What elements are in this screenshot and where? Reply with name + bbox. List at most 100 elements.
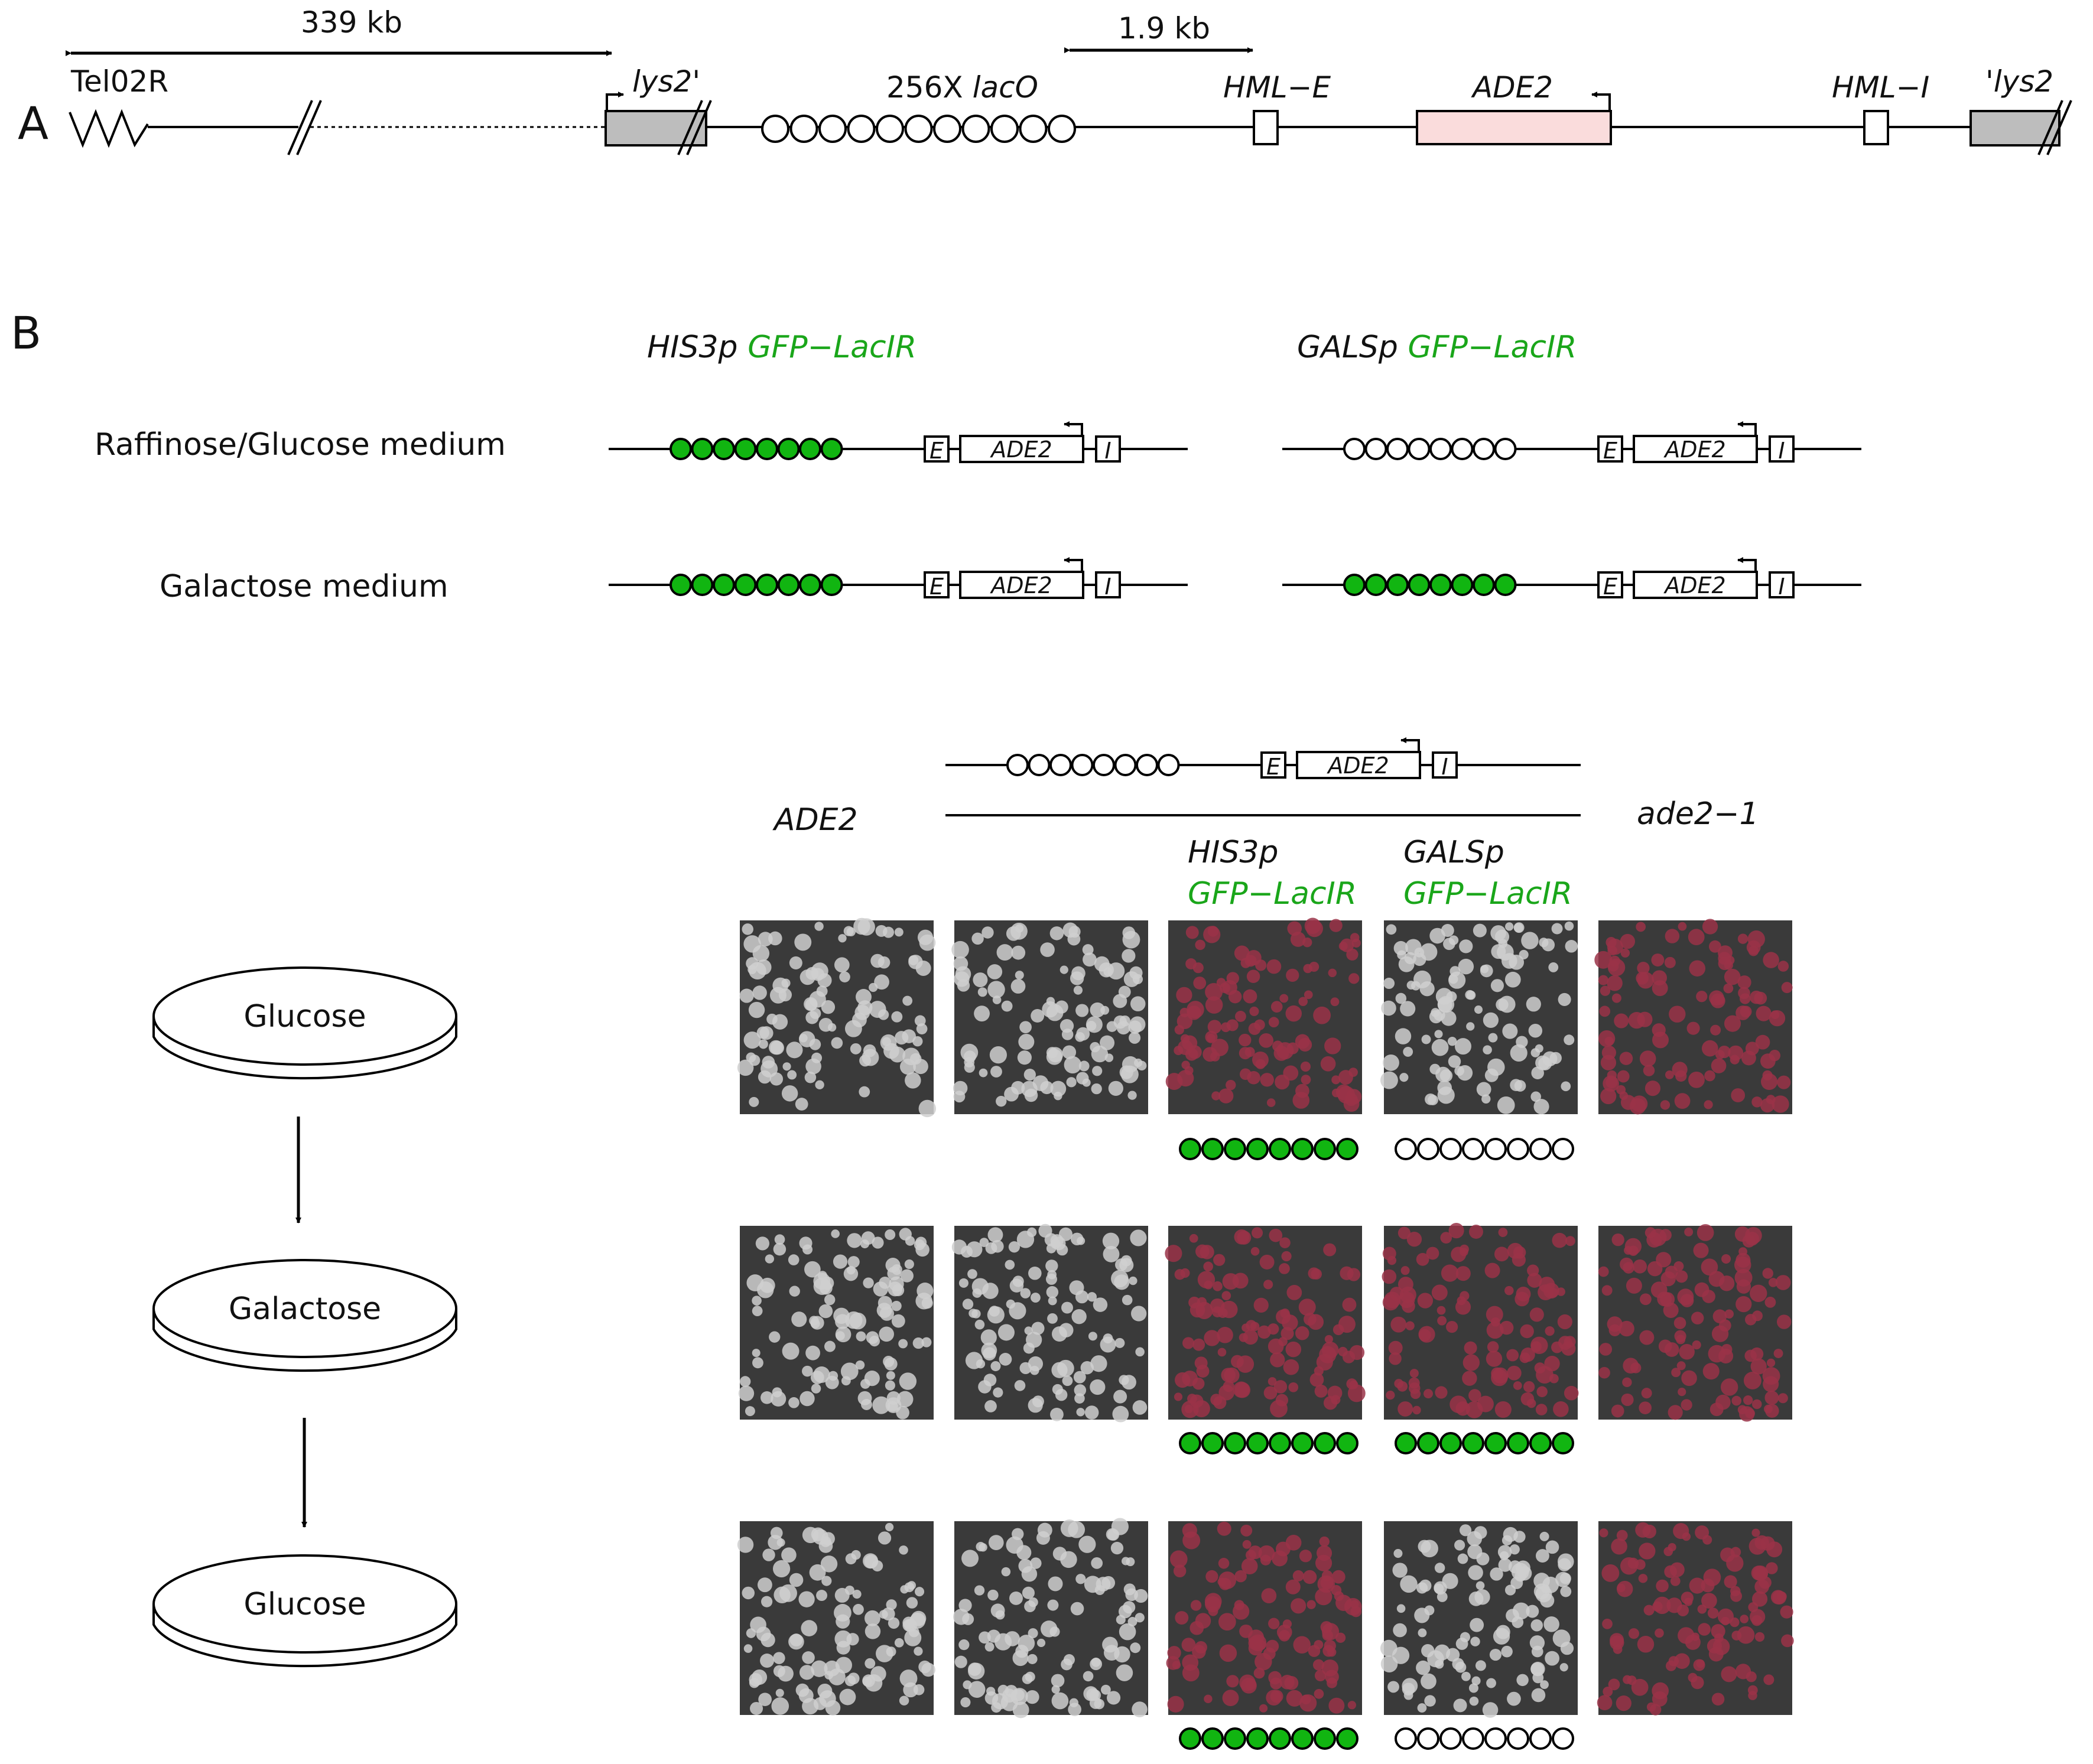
colony xyxy=(1724,1015,1741,1032)
colony xyxy=(1678,1388,1686,1397)
colony xyxy=(805,998,818,1011)
colony xyxy=(921,1337,932,1348)
colony xyxy=(838,934,847,943)
colony xyxy=(1122,949,1136,963)
colony xyxy=(821,1576,832,1586)
gfp-bound-laco-site xyxy=(799,438,821,460)
colony xyxy=(1217,1327,1233,1343)
colony xyxy=(847,1256,860,1268)
colony xyxy=(1617,1070,1630,1083)
colony xyxy=(770,1527,783,1540)
laco-site xyxy=(1417,1138,1439,1160)
colony xyxy=(1268,1017,1279,1028)
colony xyxy=(737,1059,754,1076)
colony xyxy=(1173,1564,1187,1578)
laco-site xyxy=(1439,1138,1462,1160)
laco-site xyxy=(761,115,789,143)
colony xyxy=(1674,1653,1690,1669)
colony-photo xyxy=(1380,1521,1578,1718)
colony xyxy=(801,1620,818,1636)
colony xyxy=(1611,1538,1627,1555)
colony xyxy=(921,1297,933,1309)
colony xyxy=(743,1644,753,1653)
colony xyxy=(1656,1579,1669,1593)
colony xyxy=(773,1242,786,1256)
colony xyxy=(1769,1050,1781,1062)
colony xyxy=(1073,985,1083,995)
colony xyxy=(974,1319,985,1330)
colony xyxy=(1050,1080,1067,1097)
colony xyxy=(752,985,767,1000)
colony xyxy=(1659,1229,1672,1241)
colony xyxy=(1190,1620,1204,1635)
colony xyxy=(976,1359,986,1369)
e-silencer-box xyxy=(1260,751,1286,779)
colony xyxy=(1649,1704,1662,1716)
colony xyxy=(1063,1654,1075,1666)
colony xyxy=(1387,1256,1397,1265)
laco-site xyxy=(1552,1727,1574,1750)
colony xyxy=(1534,1362,1546,1374)
colony xyxy=(904,1629,922,1646)
laco-site xyxy=(1093,754,1115,776)
colony xyxy=(1393,1549,1403,1558)
colony xyxy=(1451,1246,1467,1262)
colony xyxy=(1781,1634,1794,1648)
gfp-bound-laco-site xyxy=(820,574,843,596)
colony xyxy=(1594,951,1613,969)
colony xyxy=(769,1331,781,1343)
colony xyxy=(1677,1604,1689,1616)
colony xyxy=(1487,1341,1499,1353)
colony xyxy=(816,1590,828,1602)
colony xyxy=(1598,1266,1609,1277)
colony xyxy=(1234,1570,1247,1583)
colony xyxy=(774,1586,791,1604)
colony xyxy=(1270,1352,1285,1368)
colony xyxy=(971,932,984,945)
colony xyxy=(1763,952,1779,968)
colony xyxy=(1280,1675,1295,1690)
break-mark-2b xyxy=(686,100,712,155)
colony xyxy=(1434,1009,1445,1021)
colony xyxy=(1745,1408,1755,1418)
colony xyxy=(1387,1681,1399,1693)
colony xyxy=(1083,952,1097,967)
colony xyxy=(1424,1605,1435,1616)
colony xyxy=(1561,1341,1576,1356)
colony xyxy=(1018,1033,1035,1050)
colony xyxy=(750,1616,766,1633)
colony xyxy=(1028,1628,1038,1639)
colony xyxy=(1234,1229,1250,1245)
colony xyxy=(1283,1065,1299,1081)
colony xyxy=(1390,1316,1407,1333)
laco-site xyxy=(1417,1727,1439,1750)
ade2-gene-box xyxy=(1633,571,1758,599)
colony xyxy=(1521,932,1539,949)
colony xyxy=(1762,1070,1773,1080)
colony xyxy=(1096,1577,1111,1591)
colony xyxy=(853,1603,864,1615)
colony xyxy=(1111,1518,1129,1535)
colony xyxy=(760,1654,774,1668)
colony xyxy=(1502,953,1517,969)
colony xyxy=(1437,995,1455,1013)
colony xyxy=(1516,1674,1529,1687)
colony xyxy=(1417,1293,1434,1309)
colony xyxy=(804,1261,821,1278)
colony xyxy=(1527,1264,1539,1277)
colony xyxy=(1412,1405,1421,1415)
colony xyxy=(1750,1284,1767,1302)
colony-photo xyxy=(737,917,936,1118)
colony xyxy=(1295,1083,1309,1098)
colony xyxy=(878,1531,892,1545)
colony xyxy=(1461,1671,1471,1681)
colony xyxy=(810,1319,820,1329)
colony xyxy=(1770,1590,1786,1604)
gfp-bound-laco-site xyxy=(670,574,692,596)
gfp-bound-laco-site xyxy=(1246,1727,1269,1750)
colony xyxy=(1436,1306,1446,1315)
colony xyxy=(1711,1693,1725,1706)
colony xyxy=(743,1031,761,1049)
colony xyxy=(1116,1615,1126,1625)
colony xyxy=(1744,1349,1757,1362)
